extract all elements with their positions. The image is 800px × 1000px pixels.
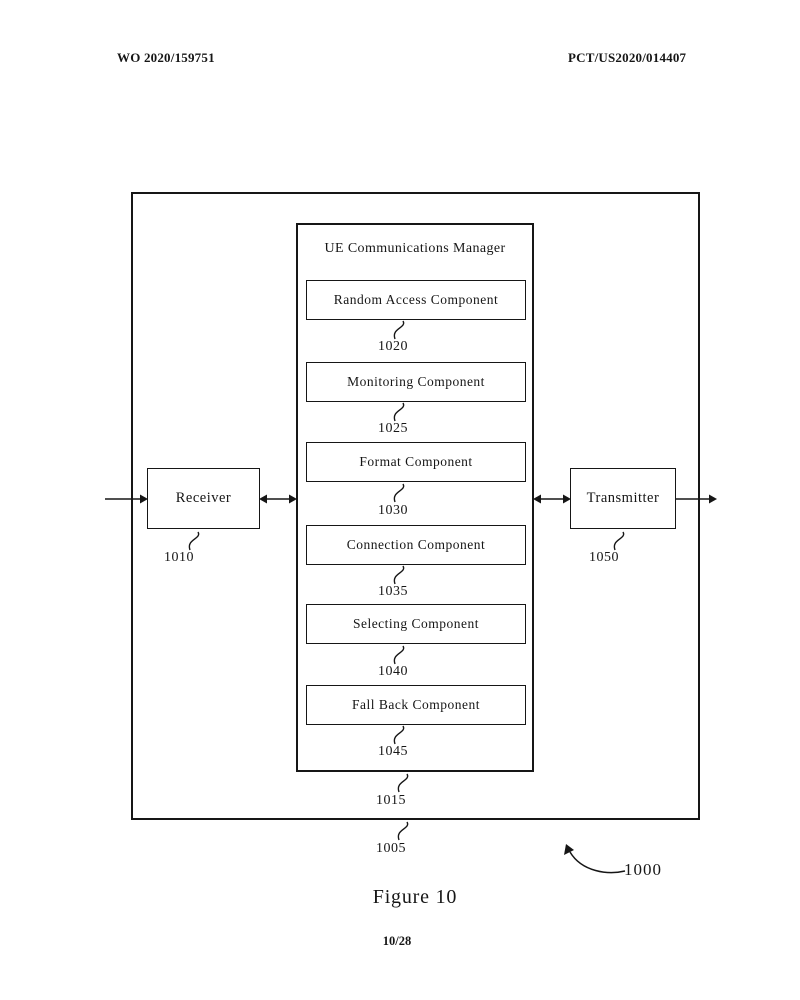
publication-number: WO 2020/159751	[117, 50, 215, 65]
ref-numeral: 1045	[378, 744, 408, 759]
component-label: Format Component	[359, 454, 473, 469]
manager-title: UE Communications Manager	[324, 241, 506, 256]
device-outer-box	[131, 192, 700, 820]
ue-communications-manager-box: UE Communications Manager Random Access …	[296, 223, 534, 772]
component-box-fall-back: Fall Back Component	[306, 685, 526, 725]
figure-caption: Figure 10	[372, 886, 458, 908]
ref-numeral: 1020	[378, 339, 408, 354]
component-label: Monitoring Component	[347, 374, 485, 389]
component-box-selecting: Selecting Component	[306, 604, 526, 644]
ref-numeral-transmitter: 1050	[589, 550, 619, 565]
leader-line-icon	[397, 821, 409, 841]
receiver-manager-double-arrow-icon	[259, 494, 297, 504]
leader-line-icon	[393, 565, 405, 585]
component-label: Connection Component	[346, 537, 486, 552]
component-label: Random Access Component	[333, 292, 499, 307]
leader-line-icon	[397, 773, 409, 793]
application-number: PCT/US2020/014407	[568, 50, 687, 65]
ref-numeral-manager: 1015	[376, 793, 406, 808]
transmitter-box: Transmitter	[570, 468, 676, 529]
output-arrow-icon	[676, 494, 717, 504]
receiver-label: Receiver	[175, 490, 232, 506]
leader-line-icon	[393, 725, 405, 745]
system-pointer-arrow-icon	[564, 844, 626, 874]
ref-numeral-receiver: 1010	[164, 550, 194, 565]
leader-line-icon	[613, 531, 625, 551]
ref-numeral: 1040	[378, 664, 408, 679]
ref-numeral: 1025	[378, 421, 408, 436]
leader-line-icon	[393, 483, 405, 503]
component-box-format: Format Component	[306, 442, 526, 482]
component-label: Selecting Component	[352, 616, 480, 631]
leader-line-icon	[393, 402, 405, 422]
sheet-number: 10/28	[382, 934, 412, 948]
transmitter-label: Transmitter	[586, 490, 660, 506]
ref-numeral: 1030	[378, 503, 408, 518]
leader-line-icon	[393, 645, 405, 665]
leader-line-icon	[188, 531, 200, 551]
input-arrow-icon	[105, 494, 148, 504]
leader-line-icon	[393, 320, 405, 340]
manager-transmitter-double-arrow-icon	[533, 494, 571, 504]
component-box-connection: Connection Component	[306, 525, 526, 565]
ref-numeral: 1035	[378, 584, 408, 599]
ref-numeral-outer-box: 1005	[376, 841, 406, 856]
component-box-random-access: Random Access Component	[306, 280, 526, 320]
component-box-monitoring: Monitoring Component	[306, 362, 526, 402]
component-label: Fall Back Component	[352, 697, 480, 712]
receiver-box: Receiver	[147, 468, 260, 529]
ref-numeral-system: 1000	[624, 860, 662, 879]
